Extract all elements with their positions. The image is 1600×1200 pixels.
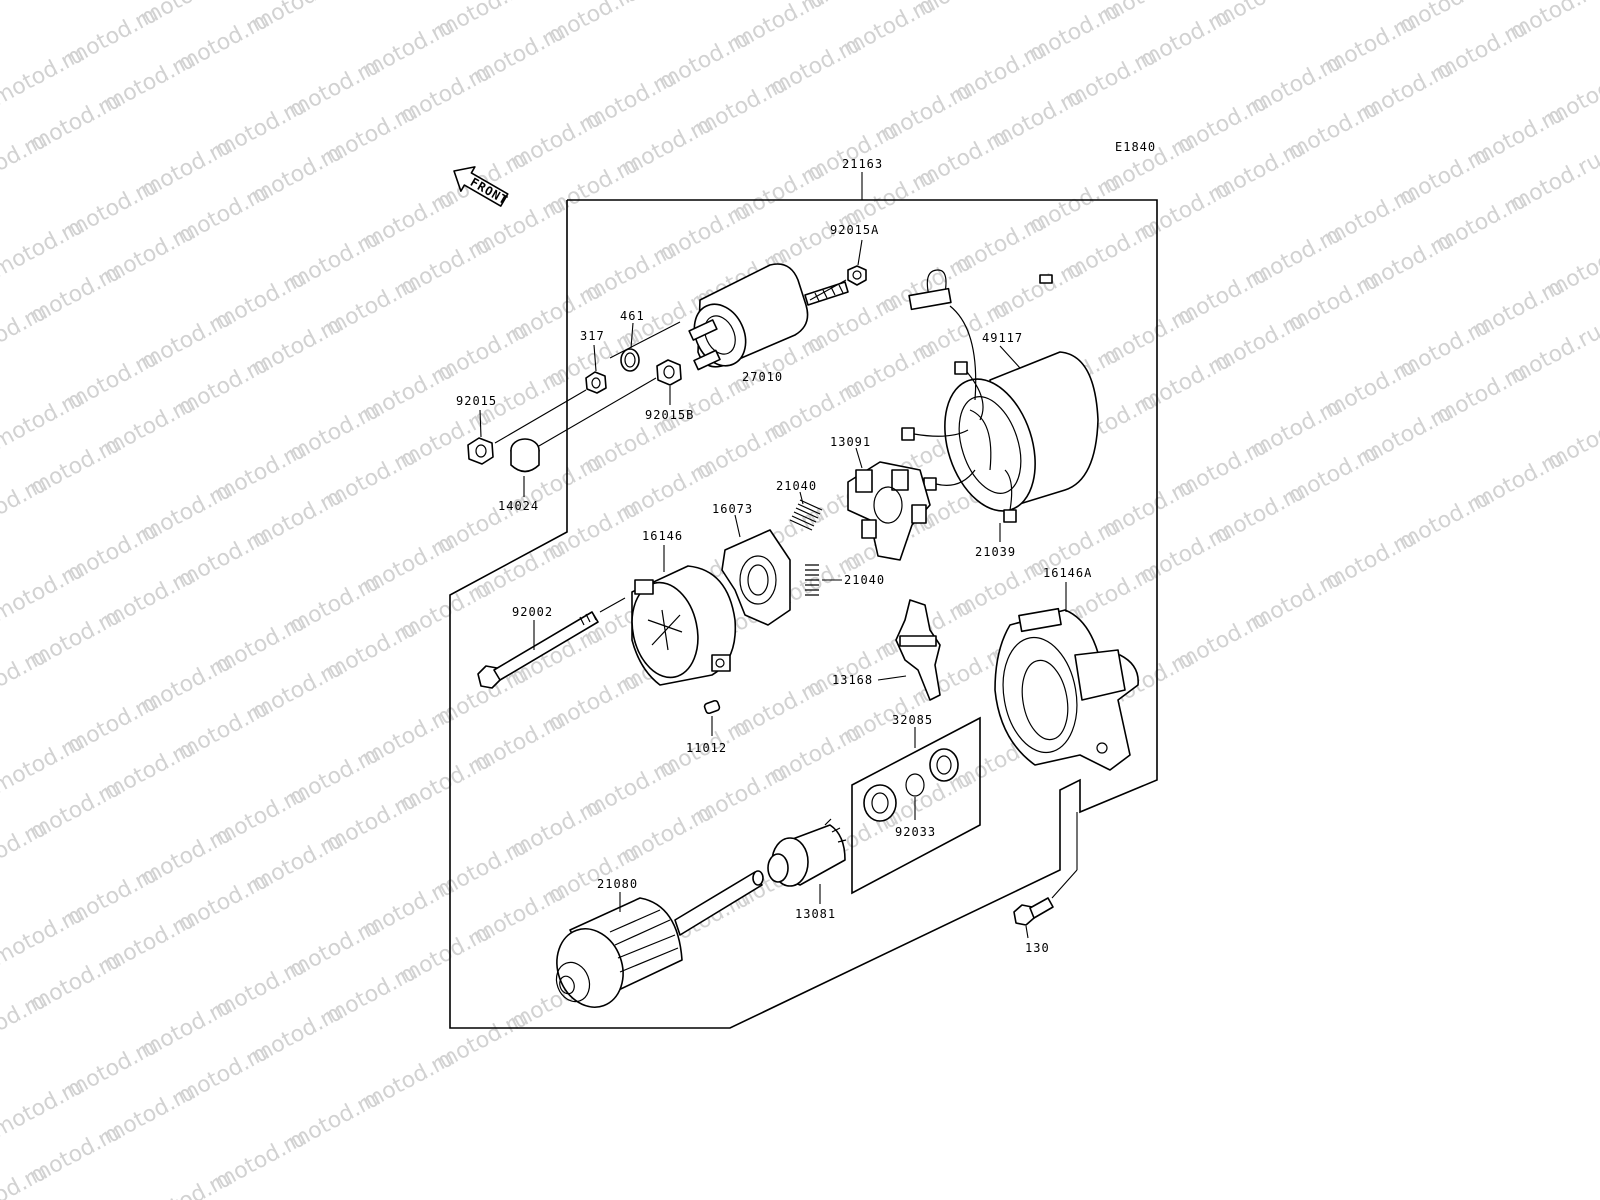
cap-14024-icon — [510, 438, 540, 473]
watermark-text: motod.ru — [432, 0, 533, 43]
label-21080: 21080 — [597, 877, 638, 891]
leader-461 — [630, 322, 634, 349]
watermark-text: motod.ru — [1542, 234, 1600, 303]
label-16146a: 16146A — [1043, 566, 1092, 580]
label-13091: 13091 — [830, 435, 871, 449]
lever-13168-icon — [895, 599, 941, 701]
brush-holder-13091-icon — [847, 461, 931, 561]
housing-16146a-icon — [994, 607, 1139, 771]
watermark-text: motod.ru — [1209, 0, 1310, 33]
nut-92015b-icon — [656, 359, 682, 386]
shaft-line-upper — [494, 389, 587, 444]
label-317: 317 — [580, 329, 605, 343]
watermark-text: motod.ru — [1542, 406, 1600, 475]
label-14024: 14024 — [498, 499, 539, 513]
label-92002: 92002 — [512, 605, 553, 619]
shaft-line-92002 — [599, 597, 626, 613]
label-16146: 16146 — [642, 529, 683, 543]
leader-317 — [593, 344, 597, 372]
label-13168: 13168 — [832, 673, 873, 687]
leader-13168 — [877, 675, 907, 681]
leader-92015 — [479, 409, 482, 438]
watermark-text: motod.ru — [0, 0, 52, 25]
label-16073: 16073 — [712, 502, 753, 516]
clutch-13081-icon — [767, 818, 847, 887]
watermark-text: motod.ru — [913, 0, 1014, 21]
shaft-line-lower — [531, 377, 657, 451]
circlip-92033-icon — [905, 773, 925, 797]
label-21163: 21163 — [842, 157, 883, 171]
kit-32085-frame — [851, 716, 981, 895]
watermark-text: motod.ru — [1505, 0, 1600, 45]
kit-32085-parts-icon — [863, 748, 959, 822]
label-13081: 13081 — [795, 907, 836, 921]
label-130: 130 — [1025, 941, 1050, 955]
label-92015a: 92015A — [830, 223, 879, 237]
leader-16073 — [734, 514, 741, 538]
label-49117: 49117 — [982, 331, 1023, 345]
bolt-92002-icon — [477, 611, 599, 689]
label-21039: 21039 — [975, 545, 1016, 559]
spring-21040-lower-icon — [805, 564, 819, 596]
label-27010: 27010 — [742, 370, 783, 384]
key-11012-icon — [703, 699, 721, 715]
leader-21040-upper — [799, 491, 804, 505]
watermark-text: motod.ru — [1505, 320, 1600, 389]
watermark-text: motod.ru — [1542, 62, 1600, 131]
diagram-code: E1840 — [1115, 140, 1156, 154]
leader-13091 — [855, 447, 863, 469]
label-92015b: 92015B — [645, 408, 694, 422]
cover-16146-icon — [631, 565, 737, 686]
watermark-text: motod.ru — [1394, 0, 1495, 39]
leader-130-mid — [1051, 869, 1078, 899]
label-21040-lower: 21040 — [844, 573, 885, 587]
watermark-text: motod.ru — [136, 0, 237, 31]
leader-92015a — [857, 239, 863, 266]
shaft-line-solenoid — [609, 321, 681, 359]
bolt-130-icon — [1013, 897, 1054, 926]
spring-21040-upper-icon — [789, 499, 823, 531]
label-461: 461 — [620, 309, 645, 323]
label-32085: 32085 — [892, 713, 933, 727]
watermark-text: motod.ru — [1505, 148, 1600, 217]
nut-92015-icon — [467, 437, 494, 465]
label-92033: 92033 — [895, 825, 936, 839]
solenoid-27010-icon — [688, 263, 849, 371]
yoke-49117-icon — [901, 269, 1099, 523]
watermark-text: motod.ru — [1098, 0, 1199, 27]
plate-16073-icon — [721, 529, 791, 626]
armature-21080-icon — [555, 870, 764, 1008]
watermark-text: motod.ru — [247, 0, 348, 37]
nut-317-icon — [585, 371, 607, 394]
label-11012: 11012 — [686, 741, 727, 755]
assembly-frame — [449, 199, 1158, 1029]
nut-92015a-icon — [847, 265, 867, 286]
shaft-line-stud — [809, 279, 847, 301]
leader-130 — [1025, 925, 1029, 939]
leader-49117 — [999, 345, 1021, 369]
label-21040-upper: 21040 — [776, 479, 817, 493]
washer-461-icon — [620, 348, 640, 372]
label-92015: 92015 — [456, 394, 497, 408]
